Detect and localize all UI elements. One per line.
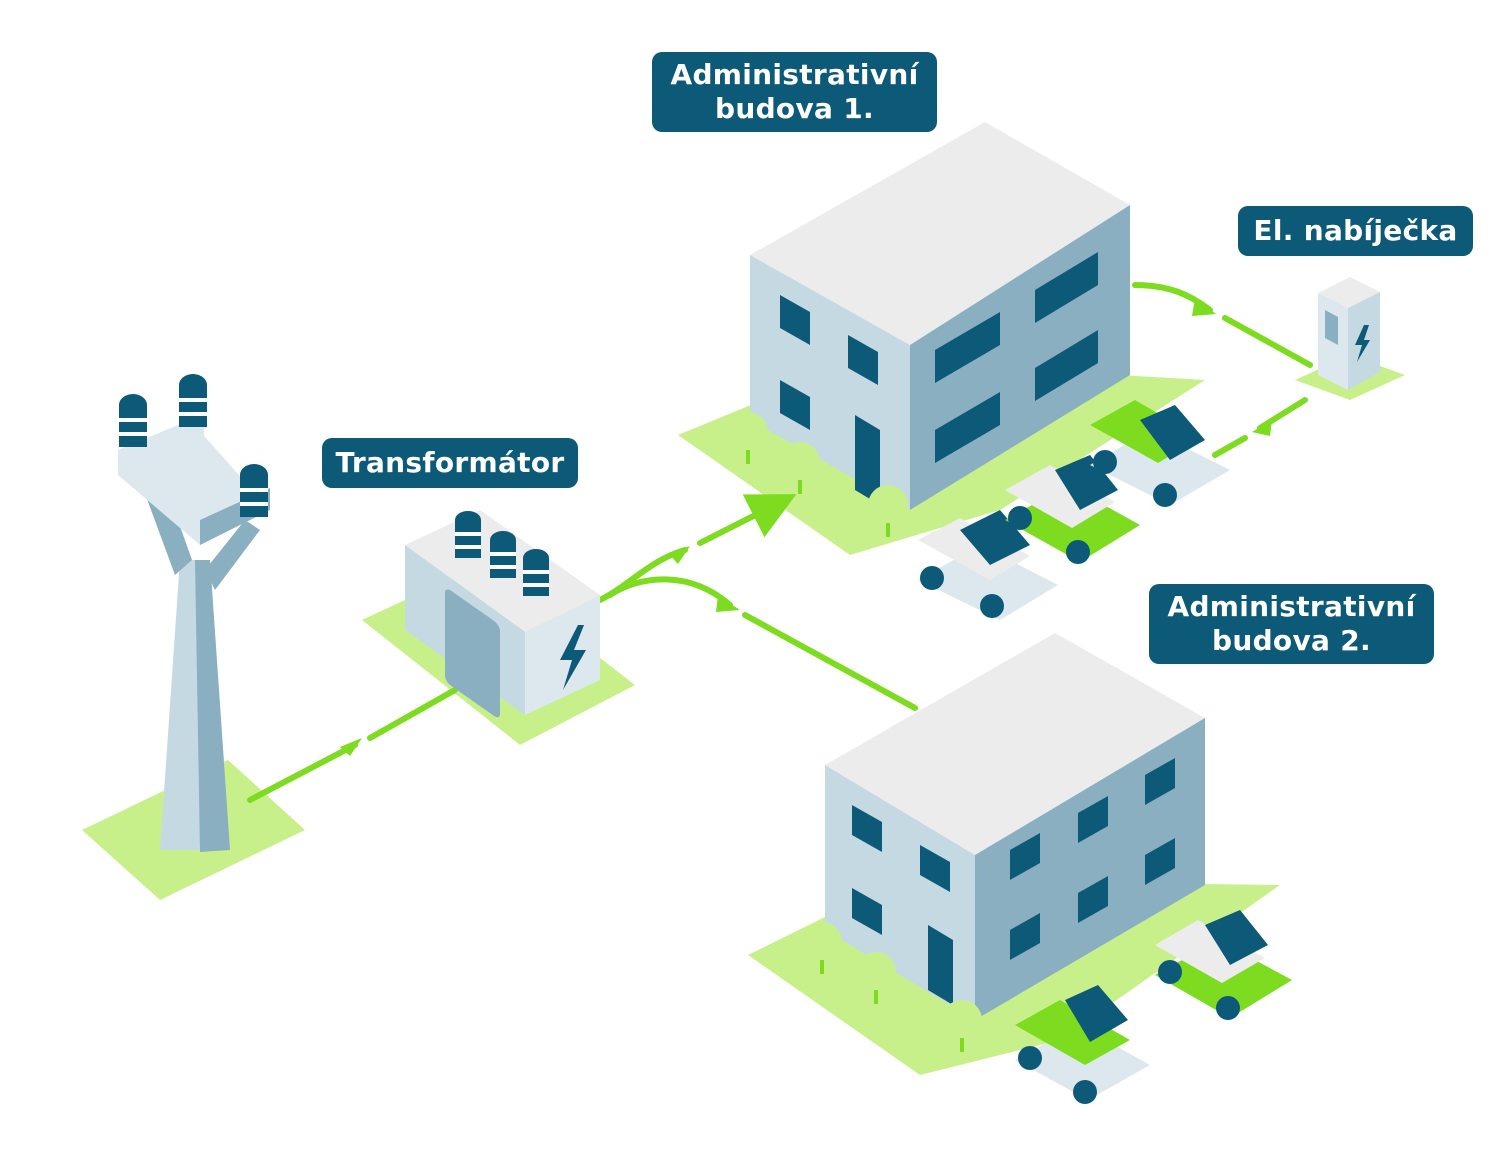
trees-building2	[802, 922, 982, 1052]
label-building-2: Administrativní budova 2.	[1149, 584, 1434, 664]
label-building-2-line1: Administrativní	[1167, 590, 1416, 623]
label-charger: El. nabíječka	[1238, 206, 1473, 256]
label-building-2-line2: budova 2.	[1212, 624, 1371, 657]
building2-door	[928, 925, 953, 1005]
building1-door	[855, 415, 880, 505]
label-charger-text: El. nabíječka	[1253, 214, 1458, 247]
arrow-head-2	[668, 546, 690, 564]
label-building-1-line1: Administrativní	[670, 58, 919, 91]
insulator-right	[240, 464, 268, 517]
car-green-1	[1005, 455, 1140, 564]
car-white-charging	[1090, 400, 1230, 507]
trees-building1	[728, 412, 908, 537]
charger-lightning-icon	[1355, 325, 1370, 362]
ev-charger	[1318, 277, 1380, 390]
insulator-left	[119, 394, 147, 447]
flow-building1-to-charger	[1132, 282, 1313, 368]
car-white-2	[1015, 985, 1150, 1104]
label-building-1-line2: budova 1.	[715, 92, 874, 125]
arrow-head-3	[716, 596, 740, 612]
building-1	[750, 122, 1130, 510]
arrow-head-4	[1192, 298, 1216, 316]
car-white-1	[918, 510, 1058, 620]
label-transformer: Transformátor	[322, 438, 578, 488]
power-pole	[118, 374, 270, 852]
transformer	[405, 510, 600, 718]
label-building-1: Administrativní budova 1.	[652, 52, 937, 132]
arrow-head-1	[340, 738, 362, 756]
car-green-2	[1155, 910, 1292, 1020]
building-2	[825, 633, 1205, 1020]
arrow-head-5	[1252, 420, 1272, 436]
flow-transformer-to-building2	[607, 576, 918, 711]
label-transformer-text: Transformátor	[335, 446, 565, 479]
flow-pole-to-transformer	[247, 687, 458, 803]
insulator-center	[179, 374, 207, 427]
lightning-icon	[560, 625, 586, 690]
